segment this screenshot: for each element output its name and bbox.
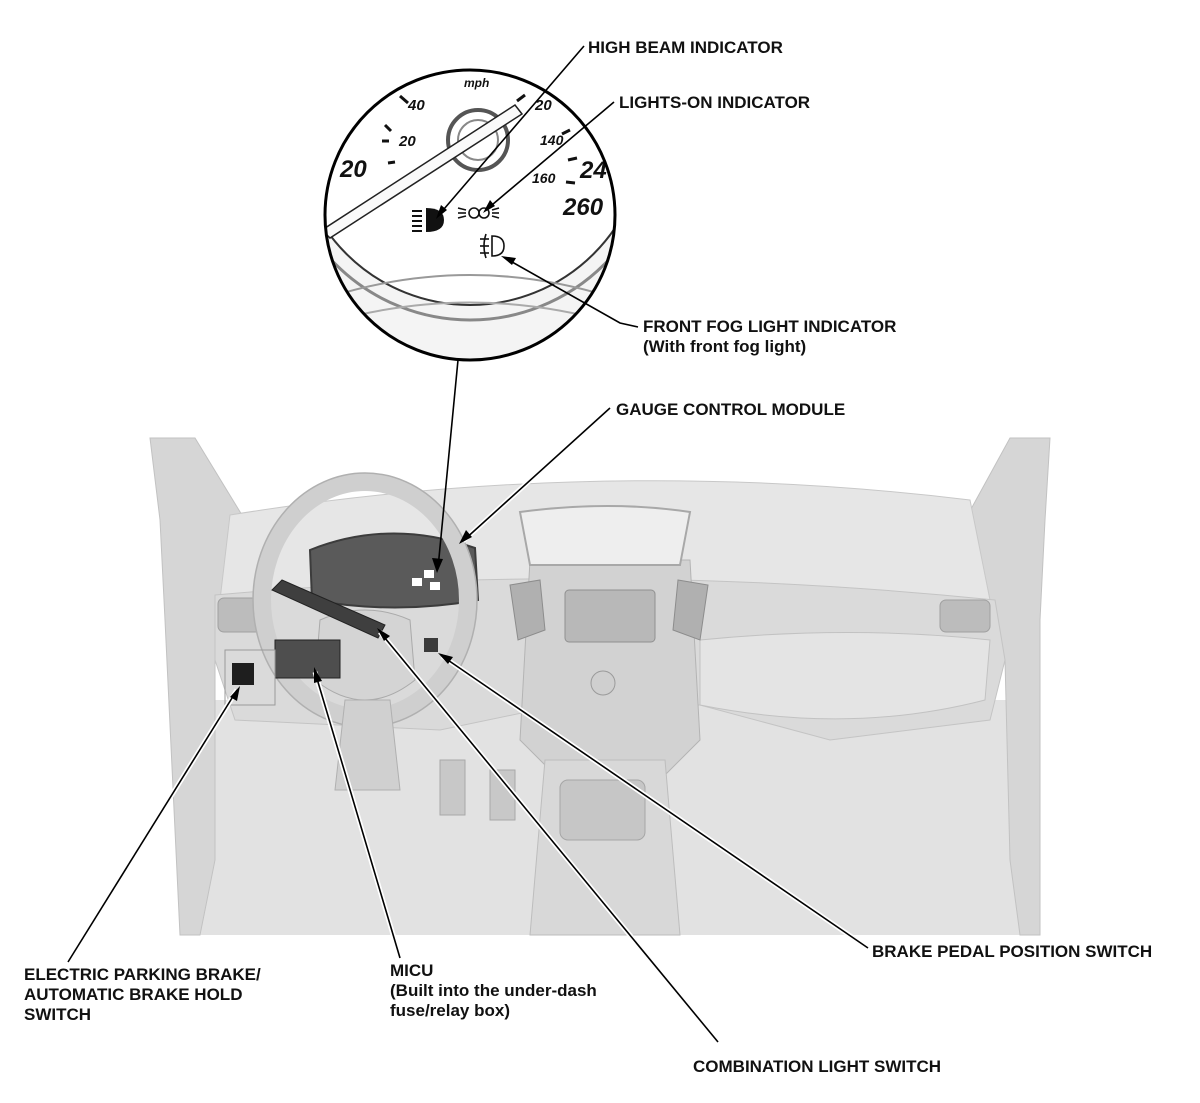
gauge-label-160: 160	[532, 170, 556, 186]
glove-box	[699, 632, 991, 720]
vehicle-interior-illustration	[149, 437, 1051, 936]
pedal-left	[439, 759, 466, 816]
gauge-ticks	[382, 93, 578, 185]
label-front-fog-light-indicator: FRONT FOG LIGHT INDICATOR	[643, 317, 896, 336]
center-right-vent	[672, 579, 709, 641]
arrow-lights-on	[483, 200, 495, 213]
callout-labels: HIGH BEAM INDICATOR LIGHTS-ON INDICATOR …	[24, 38, 1152, 1076]
zoom-circle-border	[323, 68, 617, 362]
gauge-unit: mph	[464, 76, 489, 90]
leader-high-beam	[437, 45, 585, 217]
label-gauge-control-module: GAUGE CONTROL MODULE	[616, 400, 845, 419]
lights-on-icon	[457, 207, 500, 219]
label-epb-line-3: SWITCH	[24, 1005, 91, 1024]
label-micu-note-2: fuse/relay box)	[390, 1001, 510, 1020]
leader-brake-pedal	[441, 655, 869, 949]
arrow-gauge-module	[459, 530, 472, 544]
leader-epb	[67, 689, 238, 963]
infotainment-screen	[564, 589, 656, 643]
combination-switch-stalk	[271, 579, 386, 639]
label-lights-on-indicator: LIGHTS-ON INDICATOR	[619, 93, 810, 112]
label-micu-note-1: (Built into the under-dash	[390, 981, 597, 1000]
speedometer-zoom-view: mph 40 20 20 20 140 160 24 260	[323, 68, 617, 362]
arrow-fog	[501, 256, 516, 265]
right-pillar	[964, 437, 1051, 936]
epb-panel	[224, 649, 276, 706]
label-epb-line-1: ELECTRIC PARKING BRAKE/	[24, 965, 261, 984]
label-front-fog-light-note: (With front fog light)	[643, 337, 806, 356]
center-display-screen	[518, 505, 692, 566]
arrow-brake-pedal	[438, 653, 453, 664]
arrow-high-beam	[436, 205, 447, 219]
gauge-label-40: 40	[407, 97, 425, 114]
center-left-vent	[509, 579, 546, 641]
label-brake-pedal-position-switch: BRAKE PEDAL POSITION SWITCH	[872, 942, 1152, 961]
arrow-zoom-to-cluster	[432, 558, 443, 573]
arrow-epb	[230, 686, 240, 701]
right-air-vent	[939, 599, 991, 633]
center-knob	[590, 670, 616, 696]
gauge-label-140: 140	[540, 132, 564, 148]
leader-lights-on	[485, 101, 615, 211]
label-combination-light-switch: COMBINATION LIGHT SWITCH	[693, 1057, 941, 1076]
leader-micu	[314, 671, 401, 959]
gauge-label-24: 24	[579, 157, 607, 184]
gauge-label-20-top: 20	[534, 97, 552, 114]
leader-lines	[65, 45, 870, 1044]
front-fog-light-icon	[480, 233, 505, 259]
left-pillar	[149, 437, 246, 936]
leader-combination	[379, 631, 719, 1043]
label-epb-line-2: AUTOMATIC BRAKE HOLD	[24, 985, 242, 1004]
arrow-micu	[314, 667, 322, 683]
leader-zoom-to-cluster	[437, 359, 459, 569]
micu-fuse-box	[274, 639, 341, 679]
gauge-module-connector-icon	[412, 570, 440, 590]
epb-switch	[232, 663, 254, 685]
steering-column	[334, 699, 401, 791]
gauge-label-260: 260	[562, 194, 604, 221]
leader-fog	[504, 257, 639, 328]
leader-gauge-module	[462, 407, 611, 542]
arrow-combination	[377, 628, 390, 641]
gauge-label-20-small: 20	[398, 133, 416, 150]
shifter-area	[559, 779, 646, 841]
label-high-beam-indicator: HIGH BEAM INDICATOR	[588, 38, 783, 57]
brake-pedal-switch	[424, 638, 438, 652]
gauge-label-20-large: 20	[339, 156, 367, 183]
label-micu: MICU	[390, 961, 433, 980]
